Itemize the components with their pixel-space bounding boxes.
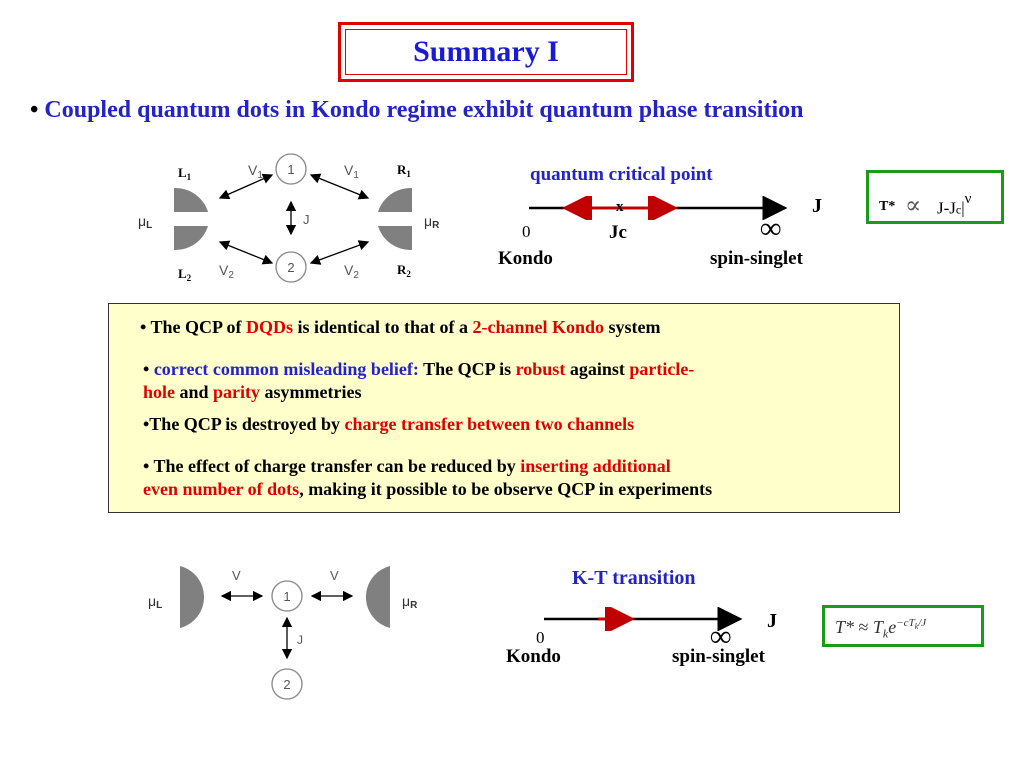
lead-R1-shape: [378, 187, 412, 212]
mu-right-label-b: μR: [402, 593, 418, 611]
v1-right-arrow: [309, 173, 370, 200]
dot-1-circle: [275, 153, 307, 185]
formula-2-expression: T* ≈ Tke−cTk/J: [835, 617, 927, 641]
v2-right-arrow: [309, 240, 370, 265]
formula-1-box: T* ∝ J-Jc|ν: [866, 170, 1004, 224]
kt-heading: K-T transition: [572, 567, 696, 589]
axis-label-j-1: J: [812, 195, 822, 217]
v1-left-label: V1: [248, 162, 263, 181]
kondo-label-2: Kondo: [506, 646, 561, 667]
mu-left-label-b: μL: [148, 593, 162, 611]
jc-label: Jc: [609, 222, 627, 243]
spin-singlet-label-2: spin-singlet: [672, 646, 765, 667]
v-right-label: V: [330, 568, 339, 583]
lead-R2-label: R2: [397, 262, 411, 279]
qcp-heading: quantum critical point: [530, 164, 713, 185]
v2-left-label: V2: [219, 262, 234, 281]
infinity-1: ∞: [760, 212, 782, 245]
summary-item-1: • The QCP of DQDs is identical to that o…: [140, 317, 661, 337]
dot-1-label-b: 1: [283, 589, 290, 604]
summary-item-2: • correct common misleading belief: The …: [143, 359, 695, 402]
dot-2-label-b: 2: [283, 677, 290, 692]
dot-2-circle: [275, 251, 307, 283]
dot-2-circle-b: [271, 668, 303, 700]
lead-L1-label: L1: [178, 165, 192, 182]
lead-L2-label: L2: [178, 266, 192, 283]
formula-1-lhs: T*: [879, 199, 896, 214]
lead-L1-shape: [174, 187, 208, 212]
formula-1-rhs: J-Jc|ν: [937, 191, 972, 218]
dot-2-label: 2: [287, 260, 294, 275]
summary-box: • The QCP of DQDs is identical to that o…: [108, 303, 900, 513]
v2-right-label: V2: [344, 262, 359, 281]
infinity-2: ∞: [710, 620, 732, 653]
formula-1-prop: ∝: [905, 193, 922, 219]
title-box: Summary I: [338, 22, 634, 82]
summary-item-3: •The QCP is destroyed by charge transfer…: [143, 414, 635, 434]
summary-item-4: • The effect of charge transfer can be r…: [143, 456, 713, 499]
v1-right-label: V1: [344, 162, 359, 181]
spin-singlet-label-1: spin-singlet: [710, 248, 803, 269]
j-label-b: J: [297, 633, 303, 647]
diagram-side-coupled-dot: 1 2 V V J μL μR: [148, 566, 418, 700]
diagram-double-dot-four-leads: 1 2 V1 V1 V2 V2 J L1 L2 R1 R2 μL μR: [138, 153, 440, 283]
phase-line-1: [529, 196, 788, 220]
kondo-label-1: Kondo: [498, 248, 553, 269]
slide-title: Summary I: [345, 29, 627, 75]
v2-left-arrow: [218, 240, 274, 265]
axis-label-j-2: J: [767, 610, 777, 632]
formula-2-box: T* ≈ Tke−cTk/J: [822, 605, 984, 647]
zero-1: 0: [522, 222, 531, 241]
dot-1-circle-b: [271, 580, 303, 612]
dot-1-label: 1: [287, 162, 294, 177]
lead-R1-label: R1: [397, 162, 411, 179]
mu-right-label: μR: [424, 213, 440, 231]
lead-left-shape: [180, 566, 205, 628]
lead-R2-shape: [378, 226, 412, 251]
main-bullet-text: Coupled quantum dots in Kondo regime exh…: [44, 97, 804, 123]
critical-marker: x: [616, 199, 624, 215]
j-label: J: [303, 212, 310, 227]
phase-line-2: [544, 607, 743, 631]
lead-right-shape: [365, 566, 390, 628]
zero-2: 0: [536, 628, 545, 647]
main-bullet: • Coupled quantum dots in Kondo regime e…: [30, 97, 803, 124]
v1-left-arrow: [218, 173, 274, 200]
mu-left-label: μL: [138, 213, 152, 231]
v-left-label: V: [232, 568, 241, 583]
bullet-marker: •: [30, 97, 39, 123]
lead-L2-shape: [174, 226, 208, 251]
